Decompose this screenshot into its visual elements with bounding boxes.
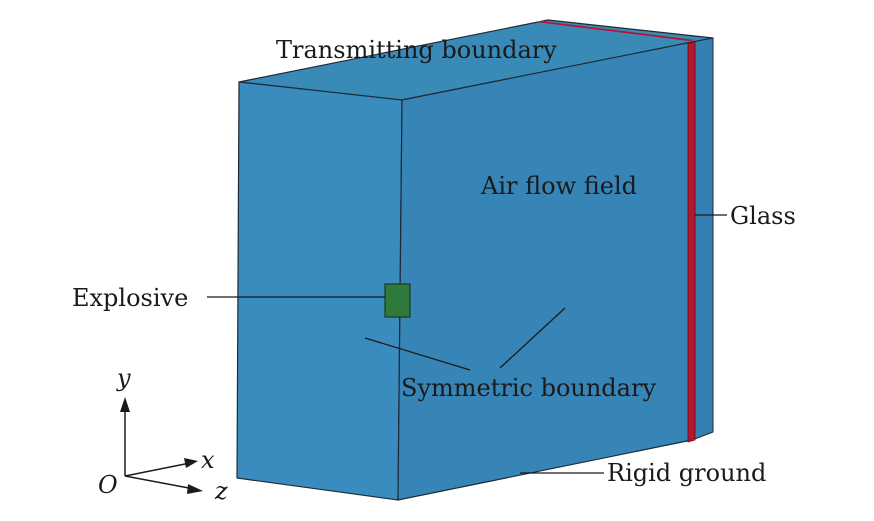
label-air-flow-field: Air flow field xyxy=(480,172,637,200)
axis-label-x: x xyxy=(201,446,215,474)
glass-top-strip xyxy=(536,21,695,41)
x-axis-arrow xyxy=(184,458,198,468)
z-axis-line xyxy=(124,475,195,490)
front-left-face xyxy=(236,81,403,501)
y-axis-arrow xyxy=(120,397,130,412)
explosive-block xyxy=(384,283,411,318)
x-axis-line xyxy=(124,462,191,477)
label-symmetric-boundary: Symmetric boundary xyxy=(401,374,656,402)
front-right-face xyxy=(397,41,693,501)
label-transmitting-boundary: Transmitting boundary xyxy=(276,36,557,64)
air-flow-field-box xyxy=(236,19,714,501)
coordinate-axes: y x z O xyxy=(98,364,228,505)
label-glass: Glass xyxy=(730,202,796,230)
axis-label-y: y xyxy=(116,364,131,392)
symmetric-leader-left xyxy=(364,337,471,371)
z-axis-arrow xyxy=(187,484,203,494)
glass-plate xyxy=(687,41,696,443)
label-explosive: Explosive xyxy=(72,284,188,312)
symmetric-leader-right xyxy=(499,307,566,369)
axis-label-z: z xyxy=(214,477,228,505)
label-rigid-ground: Rigid ground xyxy=(607,459,766,487)
axis-label-origin: O xyxy=(98,471,118,499)
